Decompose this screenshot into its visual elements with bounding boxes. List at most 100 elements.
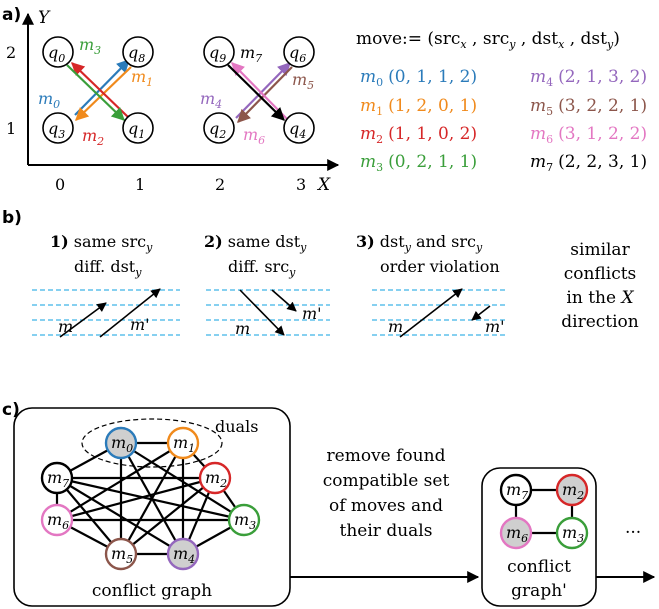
remove-text-3: of moves and xyxy=(329,496,443,516)
conflict-1-line1: 1) same srcy xyxy=(50,232,153,254)
x-tick-0: 0 xyxy=(55,175,65,194)
label-m5: m5 xyxy=(292,70,314,92)
graph-node-m6: m6 xyxy=(40,503,74,537)
svg-text:m7: m7 xyxy=(506,480,528,502)
x-axis-label: X xyxy=(316,175,331,195)
similar-l3: in the X xyxy=(566,288,634,308)
svg-text:m3: m3 xyxy=(562,523,584,545)
x-tick-1: 1 xyxy=(135,175,145,194)
conflict-2-line1: 2) same dsty xyxy=(204,232,307,254)
move-entry-m5: m5(3, 2, 2, 1) xyxy=(530,96,647,118)
duals-label: duals xyxy=(215,417,258,436)
move-arrow-m7 xyxy=(227,64,285,121)
duals-ellipse xyxy=(81,418,223,468)
svg-text:q8: q8 xyxy=(128,43,145,65)
svg-text:m5: m5 xyxy=(111,544,133,566)
qubit-q4: q4 xyxy=(283,112,315,144)
similar-l4: direction xyxy=(561,312,639,332)
label-m7: m7 xyxy=(240,43,262,65)
conflict-3-arrow-m xyxy=(399,288,463,338)
move-arrow-m3 xyxy=(66,64,125,121)
graph-edge xyxy=(56,442,184,521)
label-m0: m0 xyxy=(38,89,60,111)
graph-node-m3: m3 xyxy=(227,503,261,537)
similar-l1: similar xyxy=(570,240,630,260)
conflict-3-m: m xyxy=(388,317,403,336)
move-entry-m0: m0(0, 1, 1, 2) xyxy=(360,67,477,89)
y-axis-label: Y xyxy=(38,8,51,28)
svg-text:m2: m2 xyxy=(562,480,584,502)
conflict-2-lanes xyxy=(206,289,330,336)
qubit-q9: q9 xyxy=(203,36,235,68)
svg-text:m7: m7 xyxy=(47,468,69,490)
move-arrow-m5 xyxy=(237,66,293,123)
svg-text:m2: m2 xyxy=(205,468,227,490)
graph-edge xyxy=(56,476,216,522)
svg-text:m6: m6 xyxy=(506,523,528,545)
graph-node-m2: m2 xyxy=(198,461,232,495)
remove-text-4: their duals xyxy=(340,521,433,541)
move-arrow-m4 xyxy=(235,62,291,119)
panel-label-c: c) xyxy=(2,400,20,420)
x-tick-2: 2 xyxy=(215,175,225,194)
conflict-2-arrow-m xyxy=(239,289,285,336)
conflict-3-line1: 3) dsty and srcy xyxy=(356,232,483,254)
label-m1: m1 xyxy=(131,67,153,89)
move-entry-m3: m3(0, 2, 1, 1) xyxy=(360,152,477,174)
conflict-1-arrow-m xyxy=(59,302,107,338)
conflict-3-line2: order violation xyxy=(380,257,500,276)
graph-edge xyxy=(56,477,122,555)
qubit-q3: q3 xyxy=(42,112,74,144)
graph-node-m4: m4 xyxy=(166,537,200,571)
svg-text:m4: m4 xyxy=(173,544,195,566)
label-m3: m3 xyxy=(79,35,101,57)
conflict-2-mp: m' xyxy=(302,304,322,323)
conflict-graph2-caption-2: graph' xyxy=(511,581,567,601)
svg-text:q4: q4 xyxy=(289,119,306,141)
conflict-1-m: m xyxy=(58,317,73,336)
label-m2: m2 xyxy=(82,126,104,148)
move-entry-m7: m7(2, 2, 3, 1) xyxy=(530,152,647,174)
y-tick-2: 2 xyxy=(6,43,16,62)
qubit-q8: q8 xyxy=(122,36,154,68)
graph-node-m1: m1 xyxy=(166,426,200,460)
conflict-2-arrow-mp xyxy=(271,289,297,312)
conflict-1-line2: diff. dsty xyxy=(74,257,142,279)
conflict-graph2-nodes: m7 m2 m6 m3 xyxy=(499,473,589,550)
graph-edge xyxy=(56,476,245,522)
svg-text:q2: q2 xyxy=(209,119,226,141)
remove-text-2: compatible set xyxy=(323,471,450,491)
y-tick-1: 1 xyxy=(6,119,16,138)
move-definition: move:= (srcx , srcy , dstx , dsty) xyxy=(356,29,620,51)
graph-node-m0: m0 xyxy=(104,426,138,460)
svg-text:m0: m0 xyxy=(111,433,133,455)
conflict-graph-edges xyxy=(55,441,245,556)
qubit-q1: q1 xyxy=(122,112,154,144)
move-entry-m6: m6(3, 1, 2, 2) xyxy=(530,124,647,146)
qubit-q0: q0 xyxy=(42,36,74,68)
conflict-graph-box xyxy=(13,407,291,607)
conflict-1-arrow-mp xyxy=(99,288,161,338)
moves-list: m0(0, 1, 1, 2)m1(1, 2, 0, 1)m2(1, 1, 0, … xyxy=(360,67,647,174)
conflict-2-m: m xyxy=(235,319,250,338)
conflict-graph2-caption-1: conflict xyxy=(507,557,571,577)
svg-text:q6: q6 xyxy=(289,43,306,65)
label-m4: m4 xyxy=(200,89,222,111)
graph-node-m3: m3 xyxy=(555,516,589,550)
move-entry-m4: m4(2, 1, 3, 2) xyxy=(530,67,647,89)
svg-text:m6: m6 xyxy=(47,510,69,532)
similar-l2: conflicts xyxy=(564,264,637,284)
move-entry-m1: m1(1, 2, 0, 1) xyxy=(360,96,477,118)
x-tick-3: 3 xyxy=(296,175,306,194)
ellipsis: ... xyxy=(625,518,641,538)
svg-text:q0: q0 xyxy=(48,43,65,65)
svg-text:q3: q3 xyxy=(48,119,65,141)
svg-text:q1: q1 xyxy=(128,119,145,141)
panel-label-b: b) xyxy=(2,208,22,228)
qubit-q2: q2 xyxy=(203,112,235,144)
panel-label-a: a) xyxy=(2,5,21,25)
svg-text:m3: m3 xyxy=(234,510,256,532)
qubit-q6: q6 xyxy=(283,36,315,68)
remove-text-1: remove found xyxy=(327,446,446,466)
